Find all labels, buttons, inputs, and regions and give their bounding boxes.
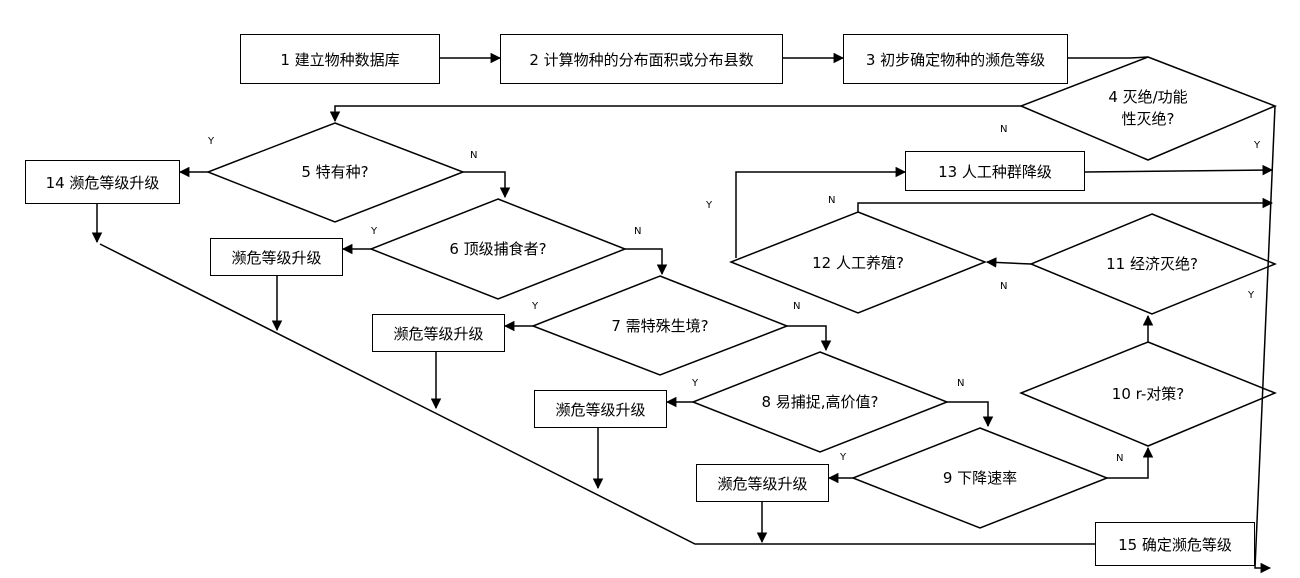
- label-10-yes: Y: [1248, 290, 1255, 301]
- decision-4-shape: [1019, 56, 1277, 161]
- label-7-yes: Y: [532, 301, 539, 312]
- box-14-label: 14 濒危等级升级: [45, 173, 160, 192]
- decision-6-label: 6 顶级捕食者?: [449, 240, 547, 258]
- box-3-label: 3 初步确定物种的濒危等级: [865, 50, 1046, 69]
- arrow-3-to-4: [1068, 56, 1149, 59]
- decision-10-shape: [1019, 341, 1277, 447]
- arrow-6-to-7: [625, 248, 668, 276]
- decision-6-shape: [368, 198, 628, 300]
- label-11-no: N: [1000, 281, 1008, 292]
- decision-8-shape: [690, 351, 950, 453]
- label-9-yes: Y: [840, 452, 847, 463]
- decision-9-shape: [850, 427, 1110, 529]
- decision-4-label: 4 灭绝/功能 性灭绝?: [1108, 86, 1187, 130]
- upgrade-box-6: 濒危等级升级: [210, 238, 343, 276]
- upgrade-box-7: 濒危等级升级: [372, 314, 505, 352]
- arrow-8-to-9: [947, 401, 994, 428]
- arrow-5-to-6: [463, 171, 511, 199]
- decision-10-label: 10 r-对策?: [1111, 385, 1185, 403]
- box-14-upgrade: 14 濒危等级升级: [25, 160, 180, 204]
- arrow-12-to-spine: [857, 197, 1274, 212]
- decision-7-shape: [530, 275, 790, 376]
- label-5-yes: Y: [208, 136, 215, 147]
- arrow-13-to-spine: [1084, 164, 1274, 176]
- label-7-no: N: [793, 301, 801, 312]
- label-12-no: N: [828, 195, 836, 206]
- decision-5-shape: [205, 122, 466, 223]
- upgrade-box-6-label: 濒危等级升级: [231, 248, 322, 267]
- decision-5-label: 5 特有种?: [301, 163, 369, 181]
- label-4-no: N: [1000, 124, 1008, 135]
- upgrade-box-8-label: 濒危等级升级: [555, 400, 646, 419]
- box-3-initial-level: 3 初步确定物种的濒危等级: [843, 34, 1068, 84]
- arrow-12-to-13: [735, 166, 907, 258]
- label-9-no: N: [1116, 453, 1124, 464]
- upgrade-box-7-label: 濒危等级升级: [393, 324, 484, 343]
- box-1-label: 1 建立物种数据库: [280, 50, 400, 69]
- spine-to-15: [1254, 105, 1276, 574]
- label-12-yes: Y: [706, 200, 713, 211]
- decision-9-label: 9 下降速率: [942, 469, 1018, 487]
- arrow-7-to-8: [787, 325, 832, 352]
- decision-12-label: 12 人工养殖?: [812, 254, 904, 272]
- upgrade-box-8: 濒危等级升级: [534, 390, 667, 428]
- label-4-yes: Y: [1254, 140, 1261, 151]
- label-5-no: N: [470, 150, 478, 161]
- arrow-11-to-12: [985, 257, 1032, 268]
- box-2-compute-area: 2 计算物种的分布面积或分布县数: [500, 34, 783, 84]
- box-15-final-level: 15 确定濒危等级: [1095, 522, 1255, 566]
- decision-4-line1: 4 灭绝/功能: [1108, 88, 1188, 106]
- box-13-label: 13 人工种群降级: [938, 162, 1052, 181]
- box-13-artificial-downgrade: 13 人工种群降级: [905, 151, 1085, 191]
- label-8-no: N: [957, 378, 965, 389]
- label-8-yes: Y: [692, 378, 699, 389]
- collector-line: [99, 243, 1095, 545]
- arrow-4-to-5: [329, 105, 1021, 123]
- box-15-label: 15 确定濒危等级: [1118, 535, 1232, 554]
- decision-7-label: 7 需特殊生境?: [611, 317, 709, 335]
- box-1-build-database: 1 建立物种数据库: [240, 34, 440, 84]
- decision-11-label: 11 经济灭绝?: [1106, 255, 1198, 273]
- upgrade-box-9: 濒危等级升级: [696, 464, 829, 502]
- arrow-9-to-10: [1107, 446, 1154, 479]
- decision-12-shape: [728, 211, 988, 314]
- decision-11-shape: [1029, 213, 1277, 315]
- box-2-label: 2 计算物种的分布面积或分布县数: [529, 50, 754, 69]
- label-6-yes: Y: [371, 226, 378, 237]
- upgrade-box-9-label: 濒危等级升级: [717, 474, 808, 493]
- decision-4-line2: 性灭绝?: [1121, 110, 1175, 128]
- decision-8-label: 8 易捕捉,高价值?: [761, 393, 879, 411]
- label-6-no: N: [634, 226, 642, 237]
